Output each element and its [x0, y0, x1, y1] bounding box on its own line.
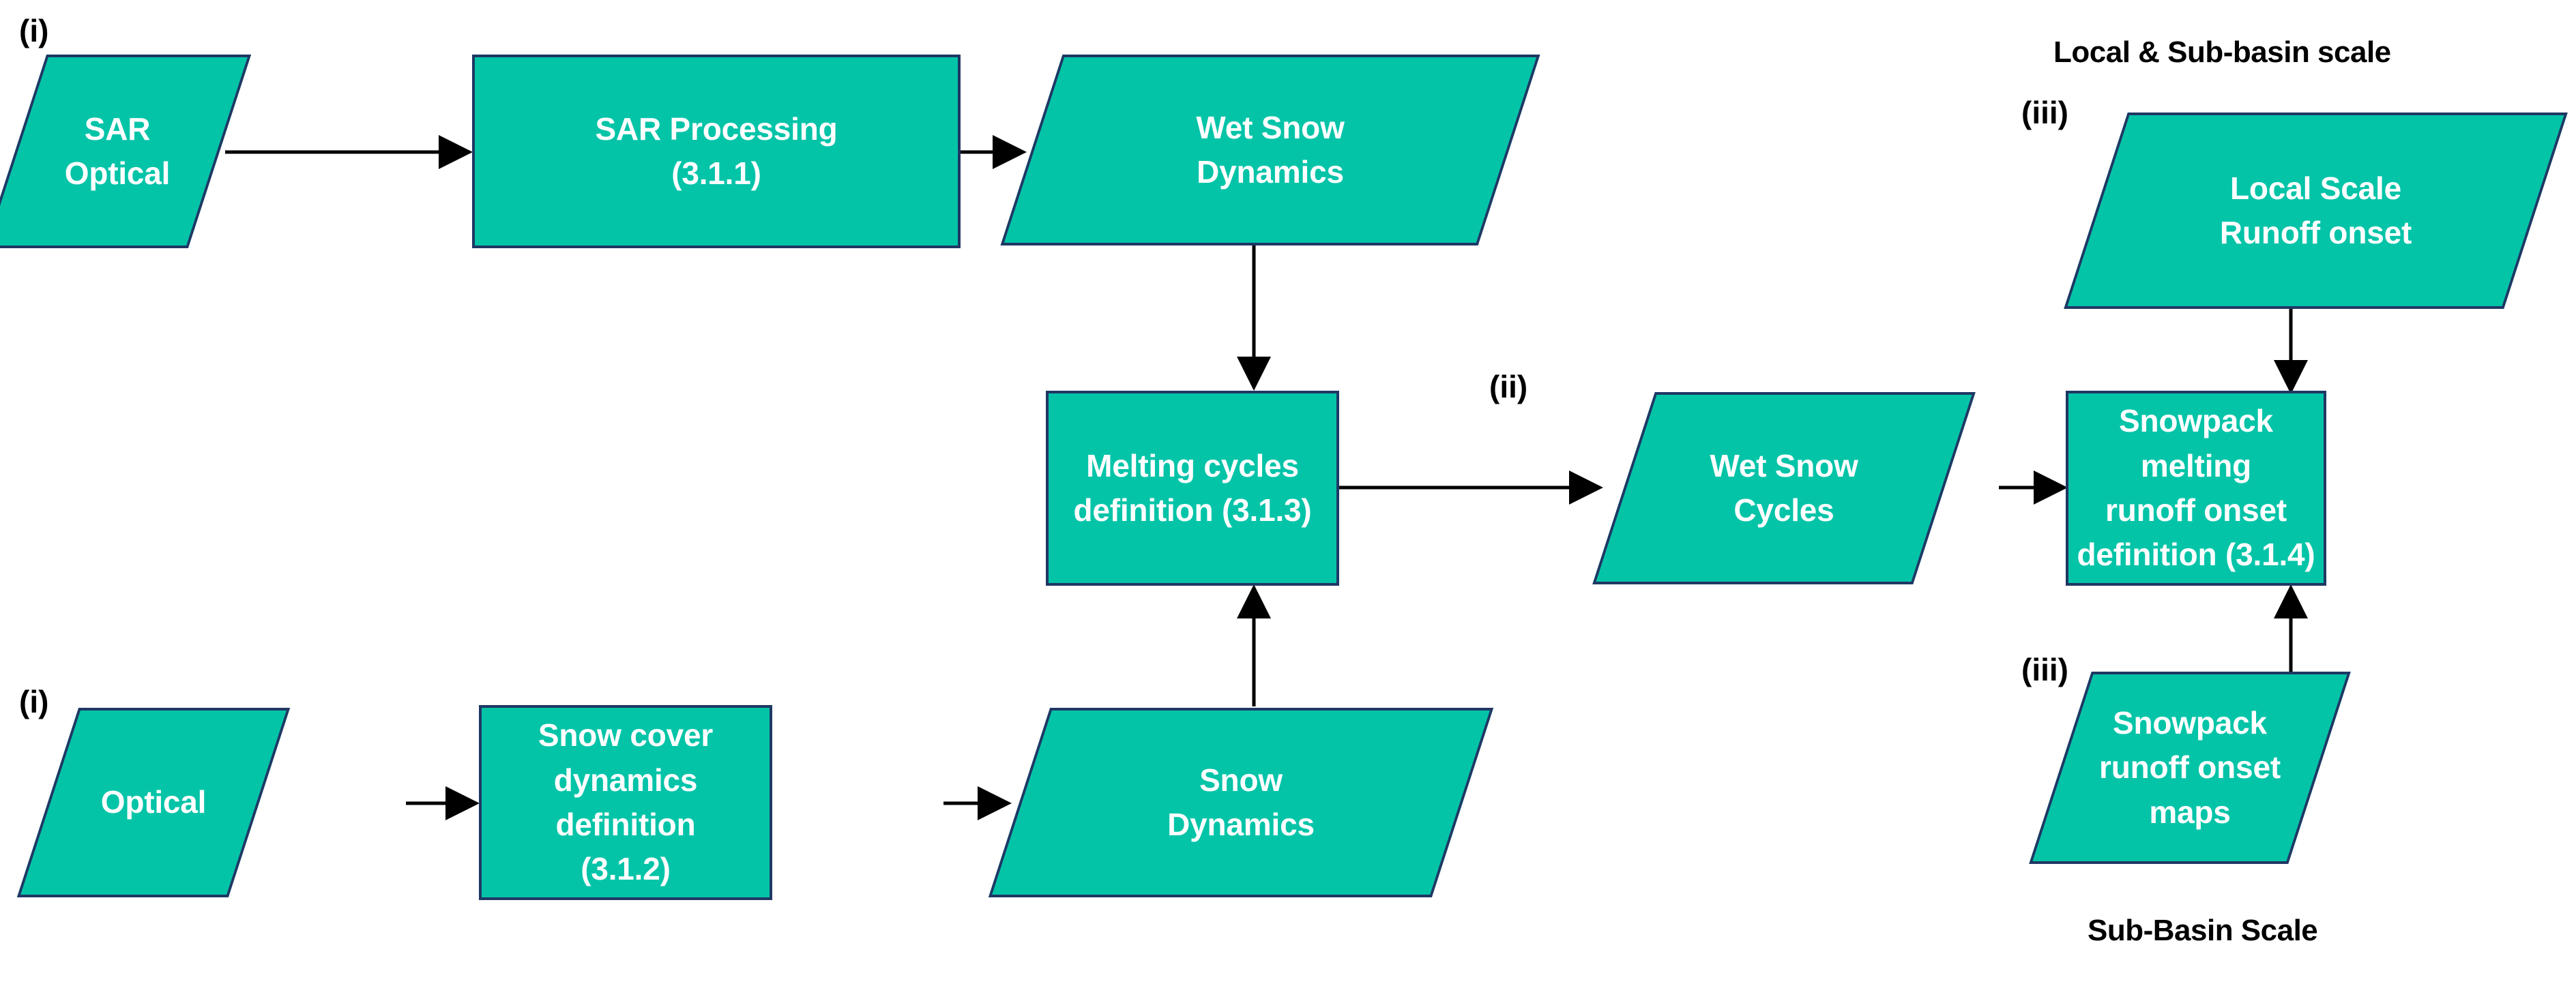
node-melting-cycles[interactable]: Melting cycles definition (3.1.3) — [1046, 391, 1339, 586]
node-sar-optical[interactable]: SAR Optical — [0, 55, 252, 248]
node-snowpack-melting-runoff[interactable]: Snowpack melting runoff onset definition… — [2066, 391, 2326, 586]
node-sar-optical-label: SAR Optical — [64, 110, 171, 191]
node-optical-label: Optical — [100, 784, 207, 820]
label-roman-wet-snow-cycles: (ii) — [1489, 369, 1528, 404]
node-snowpack-melting-runoff-label: Snowpack melting runoff onset definition… — [2077, 403, 2315, 573]
node-snow-dynamics-label: Snow Dynamics — [1167, 762, 1315, 842]
node-sar-processing[interactable]: SAR Processing (3.1.1) — [472, 55, 961, 248]
node-snow-cover-dynamics[interactable]: Snow cover dynamics definition (3.1.2) — [479, 705, 772, 900]
node-snow-dynamics[interactable]: Snow Dynamics — [988, 708, 1494, 897]
node-snow-cover-dynamics-label: Snow cover dynamics definition (3.1.2) — [538, 717, 714, 887]
node-local-scale-runoff-onset-label: Local Scale Runoff onset — [2219, 170, 2412, 250]
label-roman-snowpack-runoff-maps: (iii) — [2021, 652, 2068, 687]
node-local-scale-runoff-onset[interactable]: Local Scale Runoff onset — [2064, 113, 2568, 309]
node-wet-snow-cycles[interactable]: Wet Snow Cycles — [1592, 392, 1976, 584]
node-wet-snow-cycles-label: Wet Snow Cycles — [1710, 447, 1858, 528]
node-sar-processing-label: SAR Processing (3.1.1) — [595, 110, 838, 191]
label-roman-optical-input: (i) — [19, 684, 49, 719]
label-roman-local-scale-runoff: (iii) — [2021, 95, 2068, 130]
caption-local-sub-basin-scale: Local & Sub-basin scale — [2053, 35, 2391, 69]
label-roman-sar-input: (i) — [19, 13, 49, 48]
caption-sub-basin-scale: Sub-Basin Scale — [2088, 914, 2318, 947]
node-snowpack-runoff-maps[interactable]: Snowpack runoff onset maps — [2029, 672, 2351, 864]
node-wet-snow-dynamics-label: Wet Snow Dynamics — [1196, 109, 1345, 190]
node-melting-cycles-label: Melting cycles definition (3.1.3) — [1073, 447, 1312, 528]
node-wet-snow-dynamics[interactable]: Wet Snow Dynamics — [1000, 55, 1540, 245]
node-optical[interactable]: Optical — [16, 708, 291, 897]
node-snowpack-runoff-maps-label: Snowpack runoff onset maps — [2099, 705, 2281, 830]
